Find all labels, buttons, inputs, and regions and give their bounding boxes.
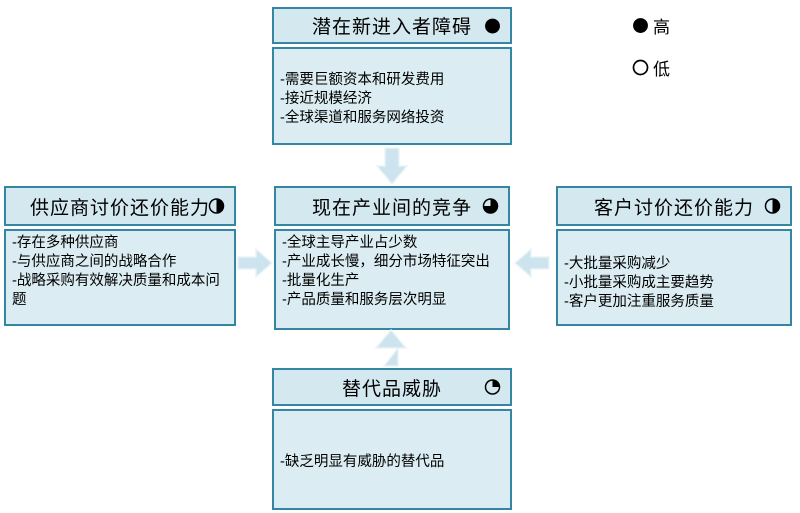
- circle-full-icon: [632, 17, 649, 34]
- left-arrow-icon: [514, 247, 550, 279]
- force-box-rivalry-header: 现在产业间的竞争: [274, 186, 510, 226]
- right-arrow-icon: [237, 247, 273, 279]
- legend-item-high: 高: [632, 13, 670, 38]
- force-box-new-entrants-items: -需要巨额资本和研发费用 -接近规模经济 -全球渠道和服务网络投资: [272, 47, 512, 145]
- force-box-rivalry-items: -全球主导产业占少数 -产业成长慢，细分市场特征突出 -批量化生产 -产品质量和…: [274, 229, 510, 330]
- circle-empty-icon: [632, 59, 649, 76]
- down-arrow-icon: [376, 147, 408, 185]
- circle-right-half-icon: [208, 198, 225, 215]
- circle-three-quarters-icon: [482, 198, 499, 215]
- force-box-customers-title: 客户讨价还价能力: [593, 196, 754, 219]
- force-box-suppliers-title: 供应商讨价还价能力: [29, 196, 210, 219]
- force-box-customers-items: -大批量采购减少 -小批量采购成主要趋势 -客户更加注重服务质量: [556, 229, 792, 326]
- force-box-customers: 客户讨价还价能力 -大批量采购减少 -小批量采购成主要趋势 -客户更加注重服务质…: [556, 186, 792, 326]
- circle-right-half-icon: [764, 198, 781, 215]
- legend-item-low: 低: [632, 55, 670, 80]
- force-box-suppliers-items: -存在多种供应商 -与供应商之间的战略合作 -战略采购有效解决质量和成本问题: [4, 229, 236, 326]
- force-box-new-entrants-title: 潜在新进入者障碍: [311, 16, 472, 38]
- circle-quarter-icon: [484, 379, 501, 396]
- force-box-customers-header: 客户讨价还价能力: [556, 186, 792, 226]
- force-box-substitutes: 替代品威胁 -缺乏明显有威胁的替代品: [272, 368, 512, 510]
- force-box-new-entrants-header: 潜在新进入者障碍: [272, 7, 512, 44]
- force-box-substitutes-header: 替代品威胁: [272, 368, 512, 406]
- force-box-suppliers: 供应商讨价还价能力 -存在多种供应商 -与供应商之间的战略合作 -战略采购有效解…: [4, 186, 236, 326]
- legend-high-label: 高: [653, 18, 670, 38]
- force-box-rivalry: 现在产业间的竞争 -全球主导产业占少数 -产业成长慢，细分市场特征突出 -批量化…: [274, 186, 510, 330]
- force-box-substitutes-title: 替代品威胁: [341, 377, 442, 400]
- legend-low-label: 低: [653, 60, 670, 80]
- force-box-suppliers-header: 供应商讨价还价能力: [4, 186, 236, 226]
- force-box-rivalry-title: 现在产业间的竞争: [311, 196, 472, 219]
- force-box-new-entrants: 潜在新进入者障碍 -需要巨额资本和研发费用 -接近规模经济 -全球渠道和服务网络…: [272, 7, 512, 145]
- legend: 高 低: [632, 13, 670, 97]
- circle-full-icon: [484, 17, 501, 34]
- force-box-substitutes-items: -缺乏明显有威胁的替代品: [272, 409, 512, 510]
- up-arrow-icon: [375, 329, 407, 367]
